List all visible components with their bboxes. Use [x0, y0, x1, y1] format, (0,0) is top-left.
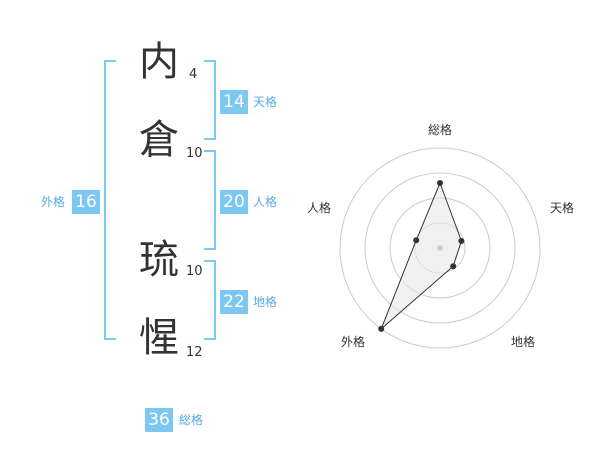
radar-grid: [339, 147, 541, 349]
name-char-3: 琉: [139, 237, 179, 283]
tenkaku-value: 14: [220, 90, 248, 114]
tenkaku-bracket: [204, 60, 216, 140]
name-char-4: 惺: [139, 315, 179, 361]
chikaku-value: 22: [220, 290, 248, 314]
soukaku-value: 36: [145, 408, 173, 432]
radar-label-chikaku: 地格: [511, 335, 536, 349]
radar-label-tenkaku: 天格: [550, 201, 575, 215]
radar-point-3: [378, 325, 385, 332]
radar-point-0: [437, 180, 443, 186]
radar-label-jinkaku: 人格: [307, 201, 332, 215]
radar-center-dot: [437, 245, 443, 251]
radar-label-soukaku: 総格: [428, 123, 453, 137]
tenkaku-label: 天格: [253, 95, 278, 109]
radar-label-gaikaku: 外格: [341, 335, 366, 349]
radar-point-2: [450, 263, 457, 270]
radar-point-1: [458, 238, 465, 245]
stroke-count-1: 4: [189, 67, 198, 82]
name-char-1: 内: [139, 39, 179, 85]
stroke-count-3: 10: [186, 264, 203, 279]
radar-ring-3: [364, 172, 516, 324]
gaikaku-bracket: [104, 60, 116, 340]
stroke-count-4: 12: [186, 345, 203, 360]
jinkaku-value: 20: [220, 190, 248, 214]
radar-ring-4: [339, 147, 541, 349]
jinkaku-bracket: [204, 150, 216, 250]
jinkaku-label: 人格: [253, 195, 278, 209]
gaikaku-label: 外格: [41, 195, 66, 209]
chikaku-label: 地格: [253, 295, 278, 309]
name-char-2: 倉: [139, 117, 179, 163]
radar-point-4: [413, 237, 420, 244]
soukaku-label: 総格: [179, 413, 204, 427]
chikaku-bracket: [204, 260, 216, 340]
radar-polygon: [380, 181, 462, 330]
stroke-count-2: 10: [186, 146, 203, 161]
gaikaku-value: 16: [72, 190, 100, 214]
radar-points: [378, 180, 465, 332]
